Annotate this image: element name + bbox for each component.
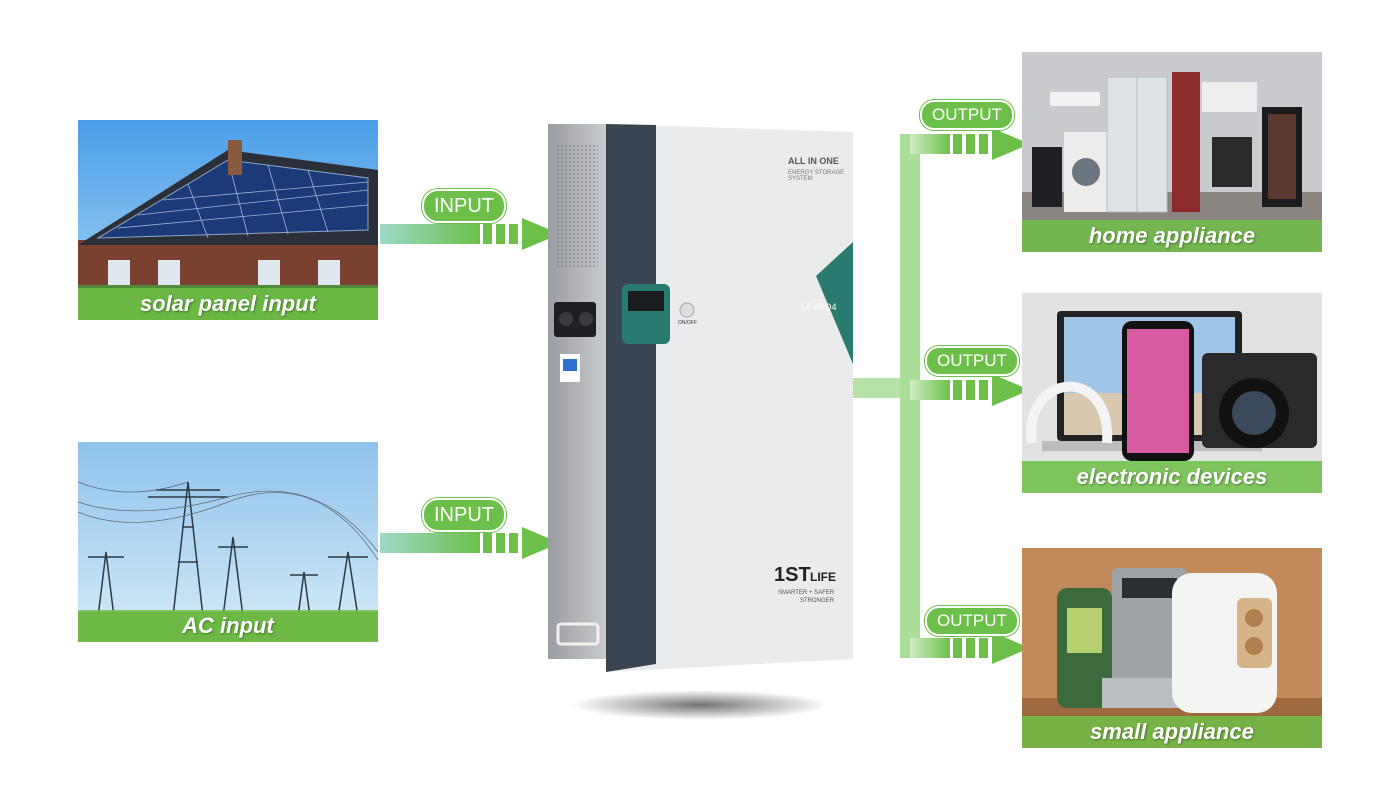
input-arrow-ac bbox=[380, 527, 560, 559]
output-trunk bbox=[853, 134, 920, 658]
energy-storage-unit: ALL IN ONE ENERGY STORAGE SYSTEM LiFePO4… bbox=[548, 124, 853, 672]
solar-panel-caption: solar panel input bbox=[78, 288, 378, 320]
device-slogan-1: SMARTER + SAFER bbox=[778, 590, 835, 596]
device-slogan-2: STRONGER bbox=[800, 598, 835, 604]
small-appliance-photo: small appliance bbox=[1022, 548, 1322, 748]
output-arrow-electronics bbox=[910, 374, 1030, 406]
output-label-electronics: OUTPUT bbox=[925, 346, 1019, 376]
input-label-solar: INPUT bbox=[422, 189, 506, 223]
electronics-caption: electronic devices bbox=[1022, 461, 1322, 493]
device-headline: ALL IN ONE bbox=[788, 156, 839, 166]
device-brand: 1ST bbox=[774, 564, 811, 586]
input-arrow-solar bbox=[380, 218, 560, 250]
power-switch-label: ON/OFF bbox=[678, 320, 697, 326]
electronics-photo: electronic devices bbox=[1022, 293, 1322, 493]
device-chemistry-label: LiFePO4 bbox=[801, 302, 837, 312]
ac-input-caption: AC input bbox=[78, 610, 378, 642]
power-line-photo: AC input bbox=[78, 442, 378, 642]
device-shadow bbox=[570, 690, 830, 720]
device-brand-suffix: LIFE bbox=[810, 570, 836, 584]
home-appliance-photo: home appliance bbox=[1022, 52, 1322, 252]
output-label-home: OUTPUT bbox=[920, 100, 1014, 130]
small-appliance-caption: small appliance bbox=[1022, 716, 1322, 748]
output-label-small: OUTPUT bbox=[925, 606, 1019, 636]
device-subline: ENERGY STORAGE SYSTEM bbox=[788, 170, 845, 182]
output-arrow-small bbox=[910, 632, 1030, 664]
input-label-ac: INPUT bbox=[422, 498, 506, 532]
home-appliance-caption: home appliance bbox=[1022, 220, 1322, 252]
solar-panel-photo: solar panel input bbox=[78, 120, 378, 320]
output-arrow-home bbox=[910, 128, 1030, 160]
